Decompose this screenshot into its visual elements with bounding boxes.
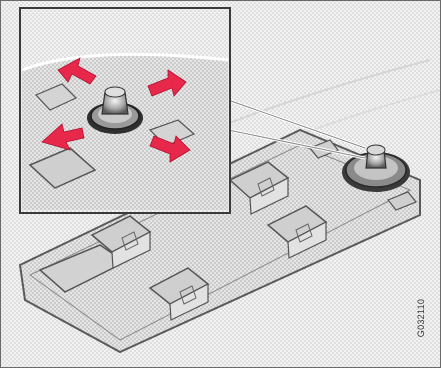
- figure-code-label: G032110: [401, 288, 441, 348]
- figure-code-text: G032110: [416, 299, 426, 337]
- inset-detail-box: [20, 8, 230, 213]
